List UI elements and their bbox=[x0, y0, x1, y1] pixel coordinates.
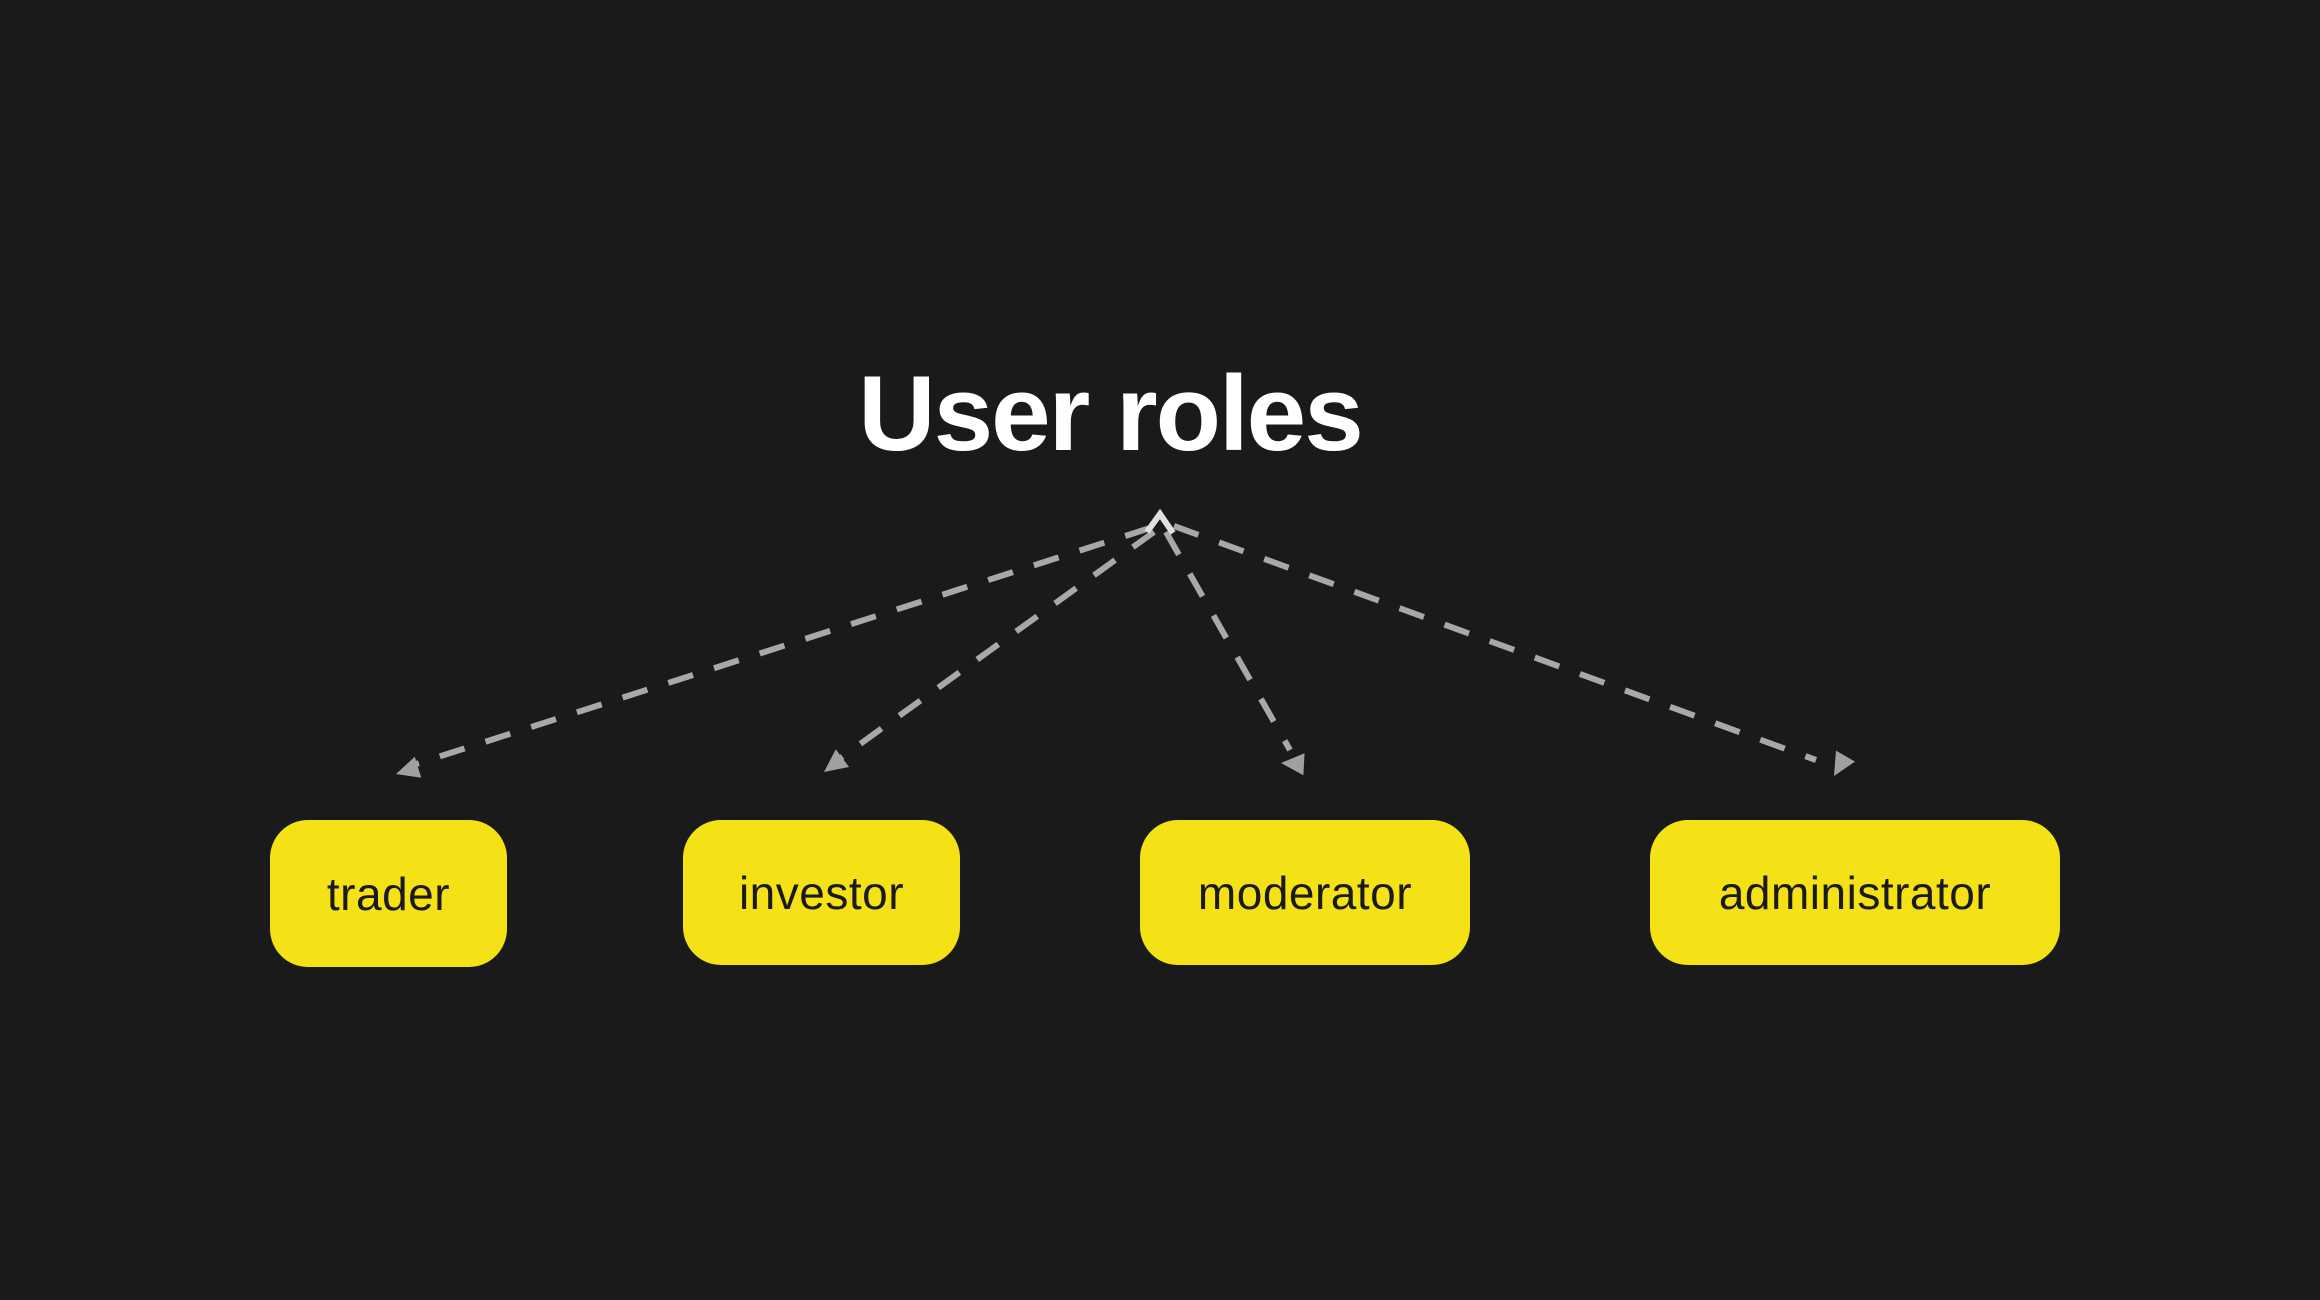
node-moderator-label: moderator bbox=[1197, 866, 1413, 919]
node-administrator[interactable]: administrator bbox=[1650, 820, 2060, 965]
edge-title-to-administrator bbox=[1172, 523, 1818, 763]
edge-title-to-moderator bbox=[1163, 530, 1293, 752]
edge-title-to-trader bbox=[409, 525, 1151, 769]
page-title: User roles bbox=[858, 353, 1363, 473]
node-investor-label: investor bbox=[738, 866, 905, 919]
edge-title-to-investor bbox=[836, 529, 1156, 763]
node-moderator[interactable]: moderator bbox=[1140, 820, 1470, 965]
node-investor[interactable]: investor bbox=[683, 820, 960, 965]
node-trader[interactable]: trader bbox=[270, 820, 507, 967]
arrowhead-administrator-icon bbox=[1834, 750, 1856, 776]
arrowhead-investor-icon bbox=[824, 749, 849, 772]
node-administrator-label: administrator bbox=[1718, 866, 1992, 919]
node-trader-label: trader bbox=[326, 867, 451, 920]
arrowhead-moderator-icon bbox=[1281, 753, 1305, 776]
origin-chevron-up-icon bbox=[1144, 508, 1176, 535]
arrowhead-trader-icon bbox=[396, 756, 422, 778]
